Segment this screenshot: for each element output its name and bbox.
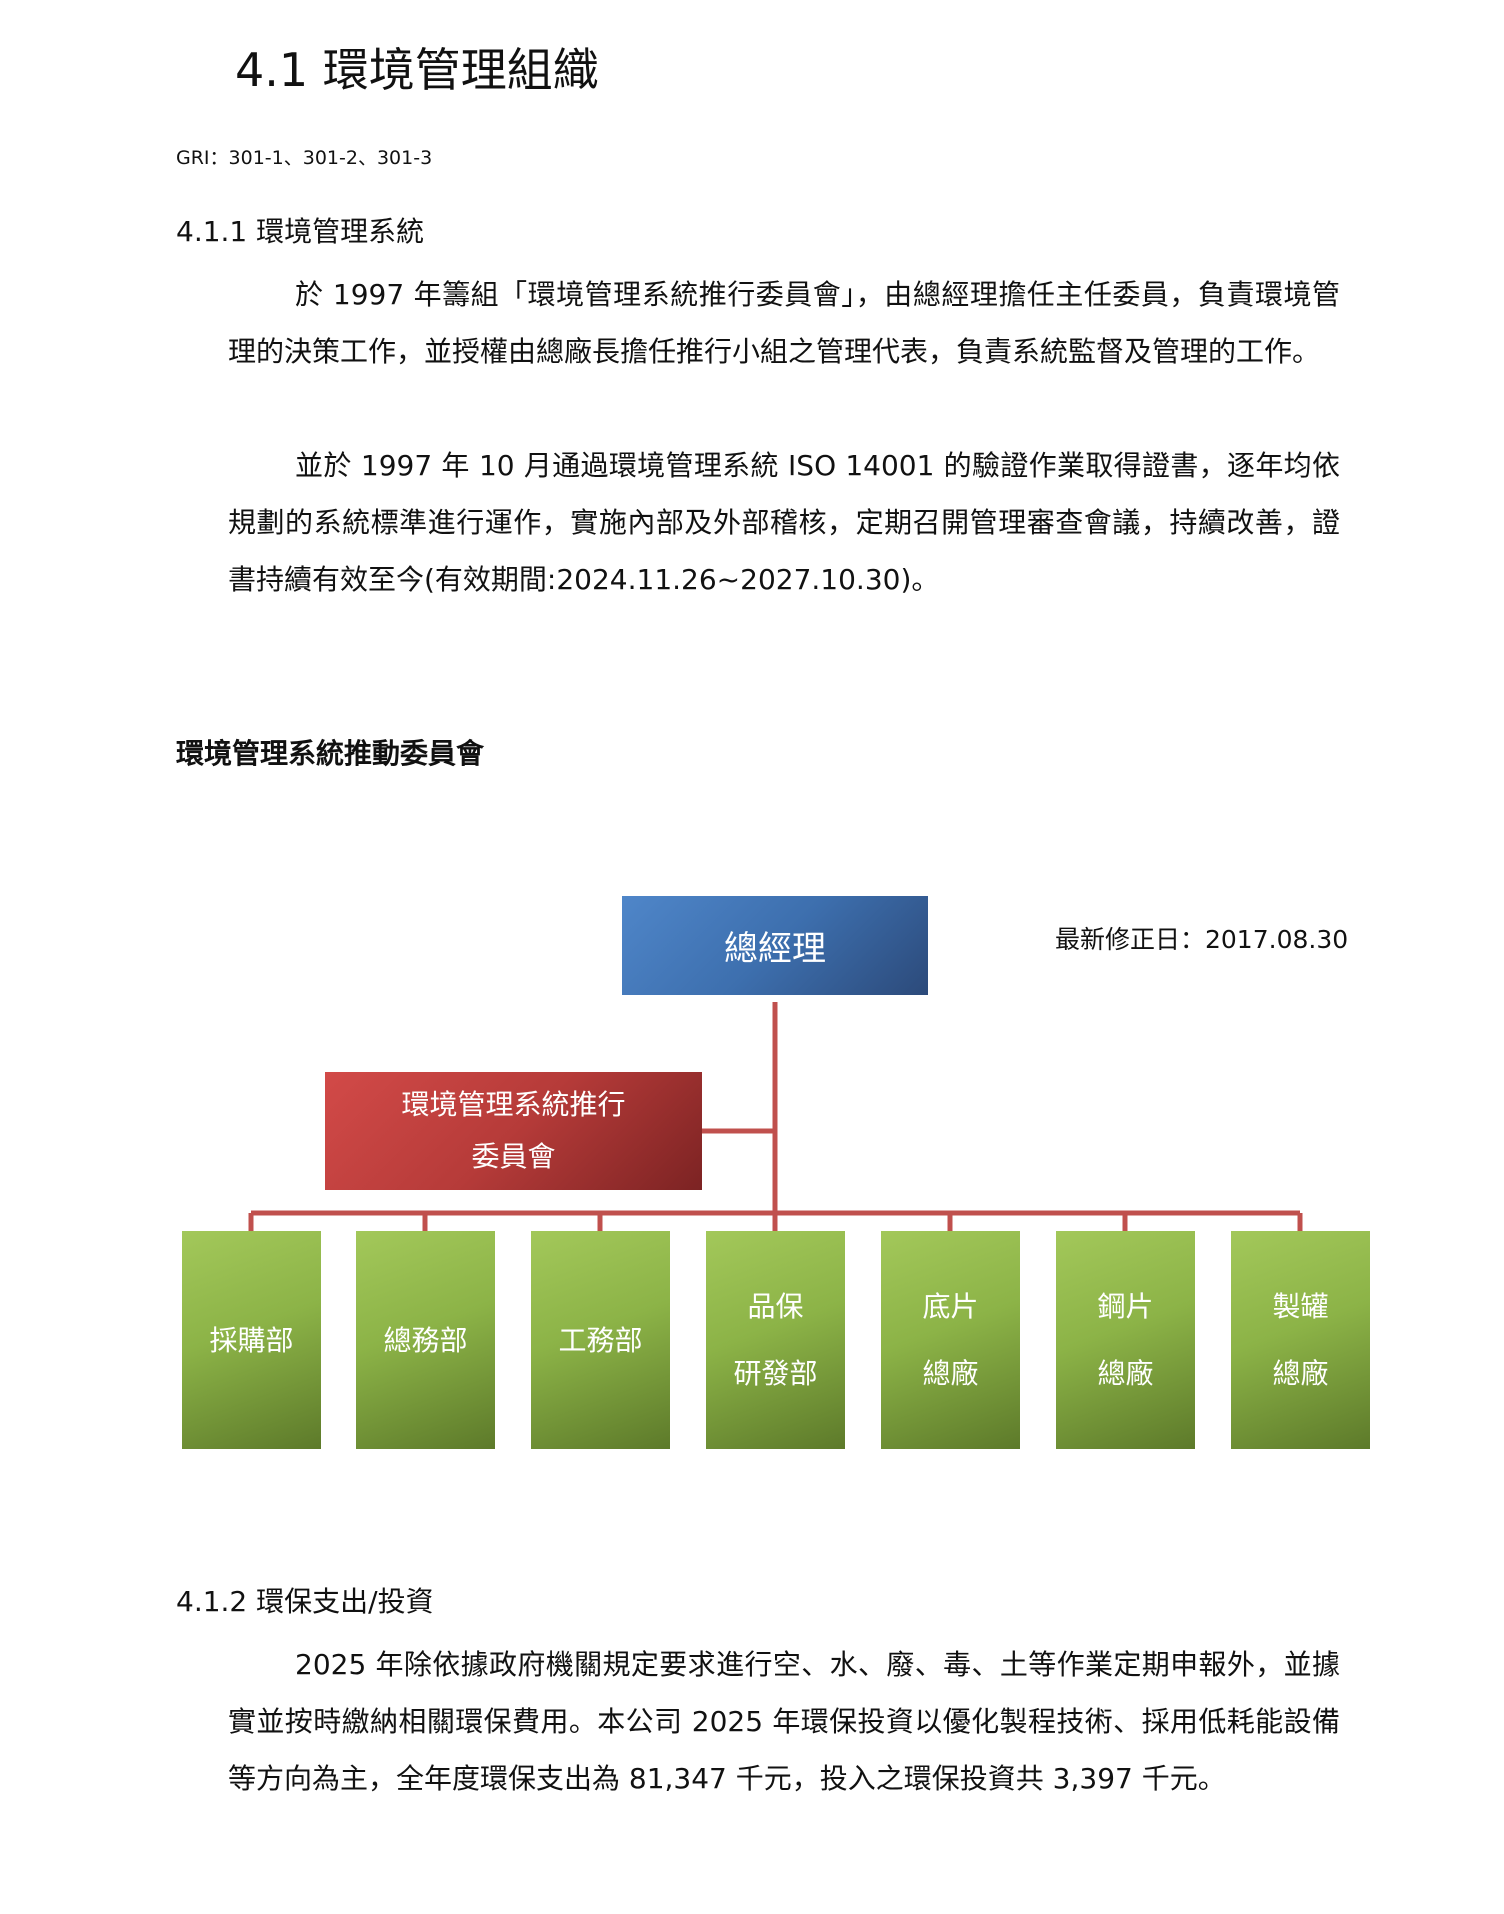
dept-label: 製罐	[1272, 1290, 1329, 1323]
dept-label: 工務部	[558, 1323, 643, 1357]
org-box-steel-plant: 鋼片 總廠	[1056, 1231, 1195, 1449]
org-chart-title: 環境管理系統推動委員會	[176, 737, 485, 770]
revision-date: 最新修正日：2017.08.30	[1055, 925, 1349, 954]
dept-label: 底片	[922, 1290, 979, 1323]
org-box-qa-rnd: 品保 研發部	[706, 1231, 845, 1449]
org-box-committee: 環境管理系統推行 委員會	[325, 1072, 702, 1190]
dept-label: 品保	[747, 1290, 804, 1323]
section-title: 4.1 環境管理組織	[235, 43, 599, 97]
dept-label: 總廠	[922, 1357, 979, 1390]
org-box-film-plant: 底片 總廠	[881, 1231, 1020, 1449]
dept-label: 總務部	[383, 1323, 468, 1357]
gri-reference: GRI：301-1、301-2、301-3	[176, 147, 433, 169]
subsection-title-env-expenditure: 4.1.2 環保支出/投資	[176, 1585, 434, 1618]
dept-label: 鋼片	[1097, 1290, 1154, 1323]
org-box-can-plant: 製罐 總廠	[1231, 1231, 1370, 1449]
paragraph-env-expenditure: 2025 年除依據政府機關規定要求進行空、水、廢、毒、土等作業定期申報外，並據實…	[228, 1648, 1340, 1795]
org-box-general-affairs: 總務部	[356, 1231, 495, 1449]
committee-line-1: 環境管理系統推行	[401, 1088, 626, 1121]
paragraph-iso-certification: 並於 1997 年 10 月通過環境管理系統 ISO 14001 的驗證作業取得…	[228, 449, 1340, 596]
subsection-title-management-system: 4.1.1 環境管理系統	[176, 215, 425, 248]
dept-label: 總廠	[1272, 1357, 1329, 1390]
org-box-procurement: 採購部	[182, 1231, 321, 1449]
committee-line-2: 委員會	[471, 1140, 556, 1173]
dept-label: 研發部	[733, 1357, 818, 1390]
org-box-general-manager: 總經理	[622, 896, 928, 995]
paragraph-committee-founding: 於 1997 年籌組「環境管理系統推行委員會」，由總經理擔任主任委員，負責環境管…	[228, 278, 1340, 368]
org-box-engineering: 工務部	[531, 1231, 670, 1449]
dept-label: 總廠	[1097, 1357, 1154, 1390]
dept-label: 採購部	[209, 1323, 294, 1357]
